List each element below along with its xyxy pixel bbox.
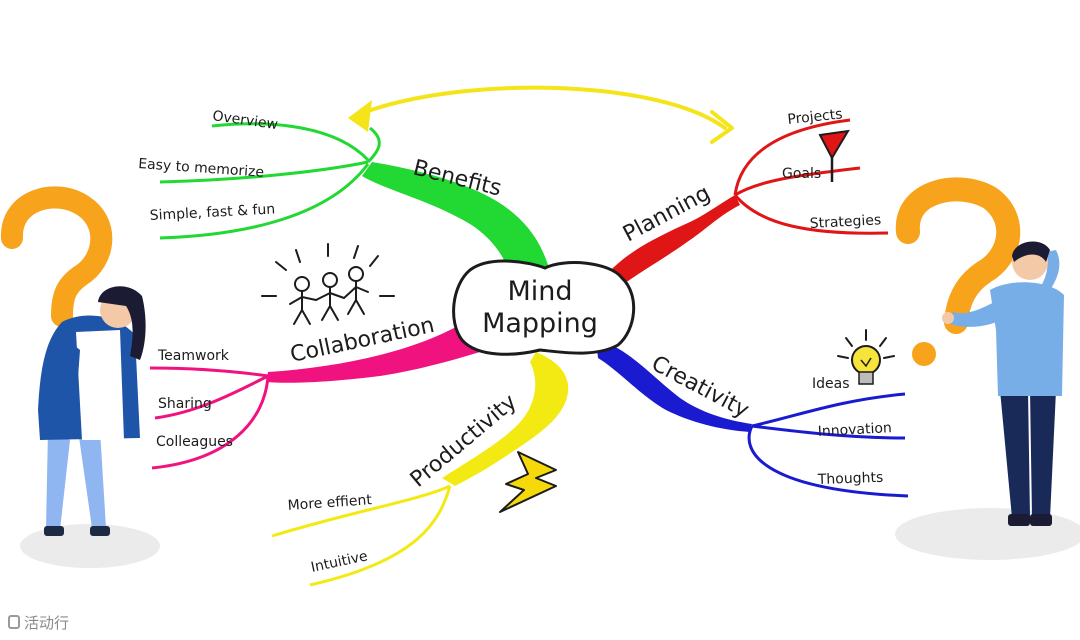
creativity-thick-branch — [596, 340, 752, 432]
leaf-more-effient: More effient — [287, 492, 373, 514]
leaf-teamwork: Teamwork — [157, 348, 230, 364]
lightbulb-icon — [837, 329, 895, 385]
stick-figures-icon — [261, 243, 395, 325]
watermark-text: 活动行 — [24, 613, 70, 632]
man-shirt — [990, 282, 1064, 396]
leaf-sharing: Sharing — [158, 396, 212, 412]
curved-arrow-icon — [348, 85, 734, 144]
leaf-simple-fast-fun: Simple, fast & fun — [149, 201, 275, 224]
benefits-thick-branch — [362, 162, 552, 282]
leaf-overview: Overview — [211, 108, 279, 133]
leaf-goals: Goals — [782, 166, 821, 182]
branch-benefits: Benefits Overview Easy to memorize Simpl… — [138, 108, 552, 282]
branch-collaboration: Collaboration Teamwork Sharing Colleague… — [149, 243, 480, 470]
leaf-easy-to-memorize: Easy to memorize — [138, 156, 265, 181]
leaf-ideas: Ideas — [812, 376, 850, 392]
center-cloud — [452, 259, 636, 356]
center-label-line2: Mapping — [482, 308, 598, 339]
center-node: Mind Mapping — [452, 259, 636, 356]
leaf-innovation: Innovation — [817, 420, 892, 440]
branch-planning: Planning Projects Goals Strategies — [602, 106, 889, 288]
branch-creativity: Creativity Ideas Innovation Thoughts — [596, 329, 909, 498]
watermark: 活动行 — [8, 612, 69, 632]
flag-icon — [818, 129, 850, 182]
watermark-logo-icon — [8, 615, 20, 629]
center-label-line1: Mind — [507, 276, 572, 307]
leaf-projects: Projects — [787, 106, 844, 128]
lightning-icon — [499, 451, 557, 513]
leaf-colleagues: Colleagues — [156, 434, 233, 450]
question-mark-icon — [895, 177, 1021, 366]
leaf-strategies: Strategies — [809, 212, 881, 232]
woman-illustration — [1, 186, 160, 568]
man-illustration — [895, 177, 1080, 560]
leaf-thoughts: Thoughts — [817, 470, 884, 488]
productivity-thick-branch — [442, 352, 569, 486]
planning-thick-branch — [602, 195, 740, 288]
collaboration-thick-branch — [266, 318, 480, 383]
man-shadow — [895, 508, 1080, 560]
branch-productivity: Productivity More effient Intuitive — [271, 352, 569, 587]
